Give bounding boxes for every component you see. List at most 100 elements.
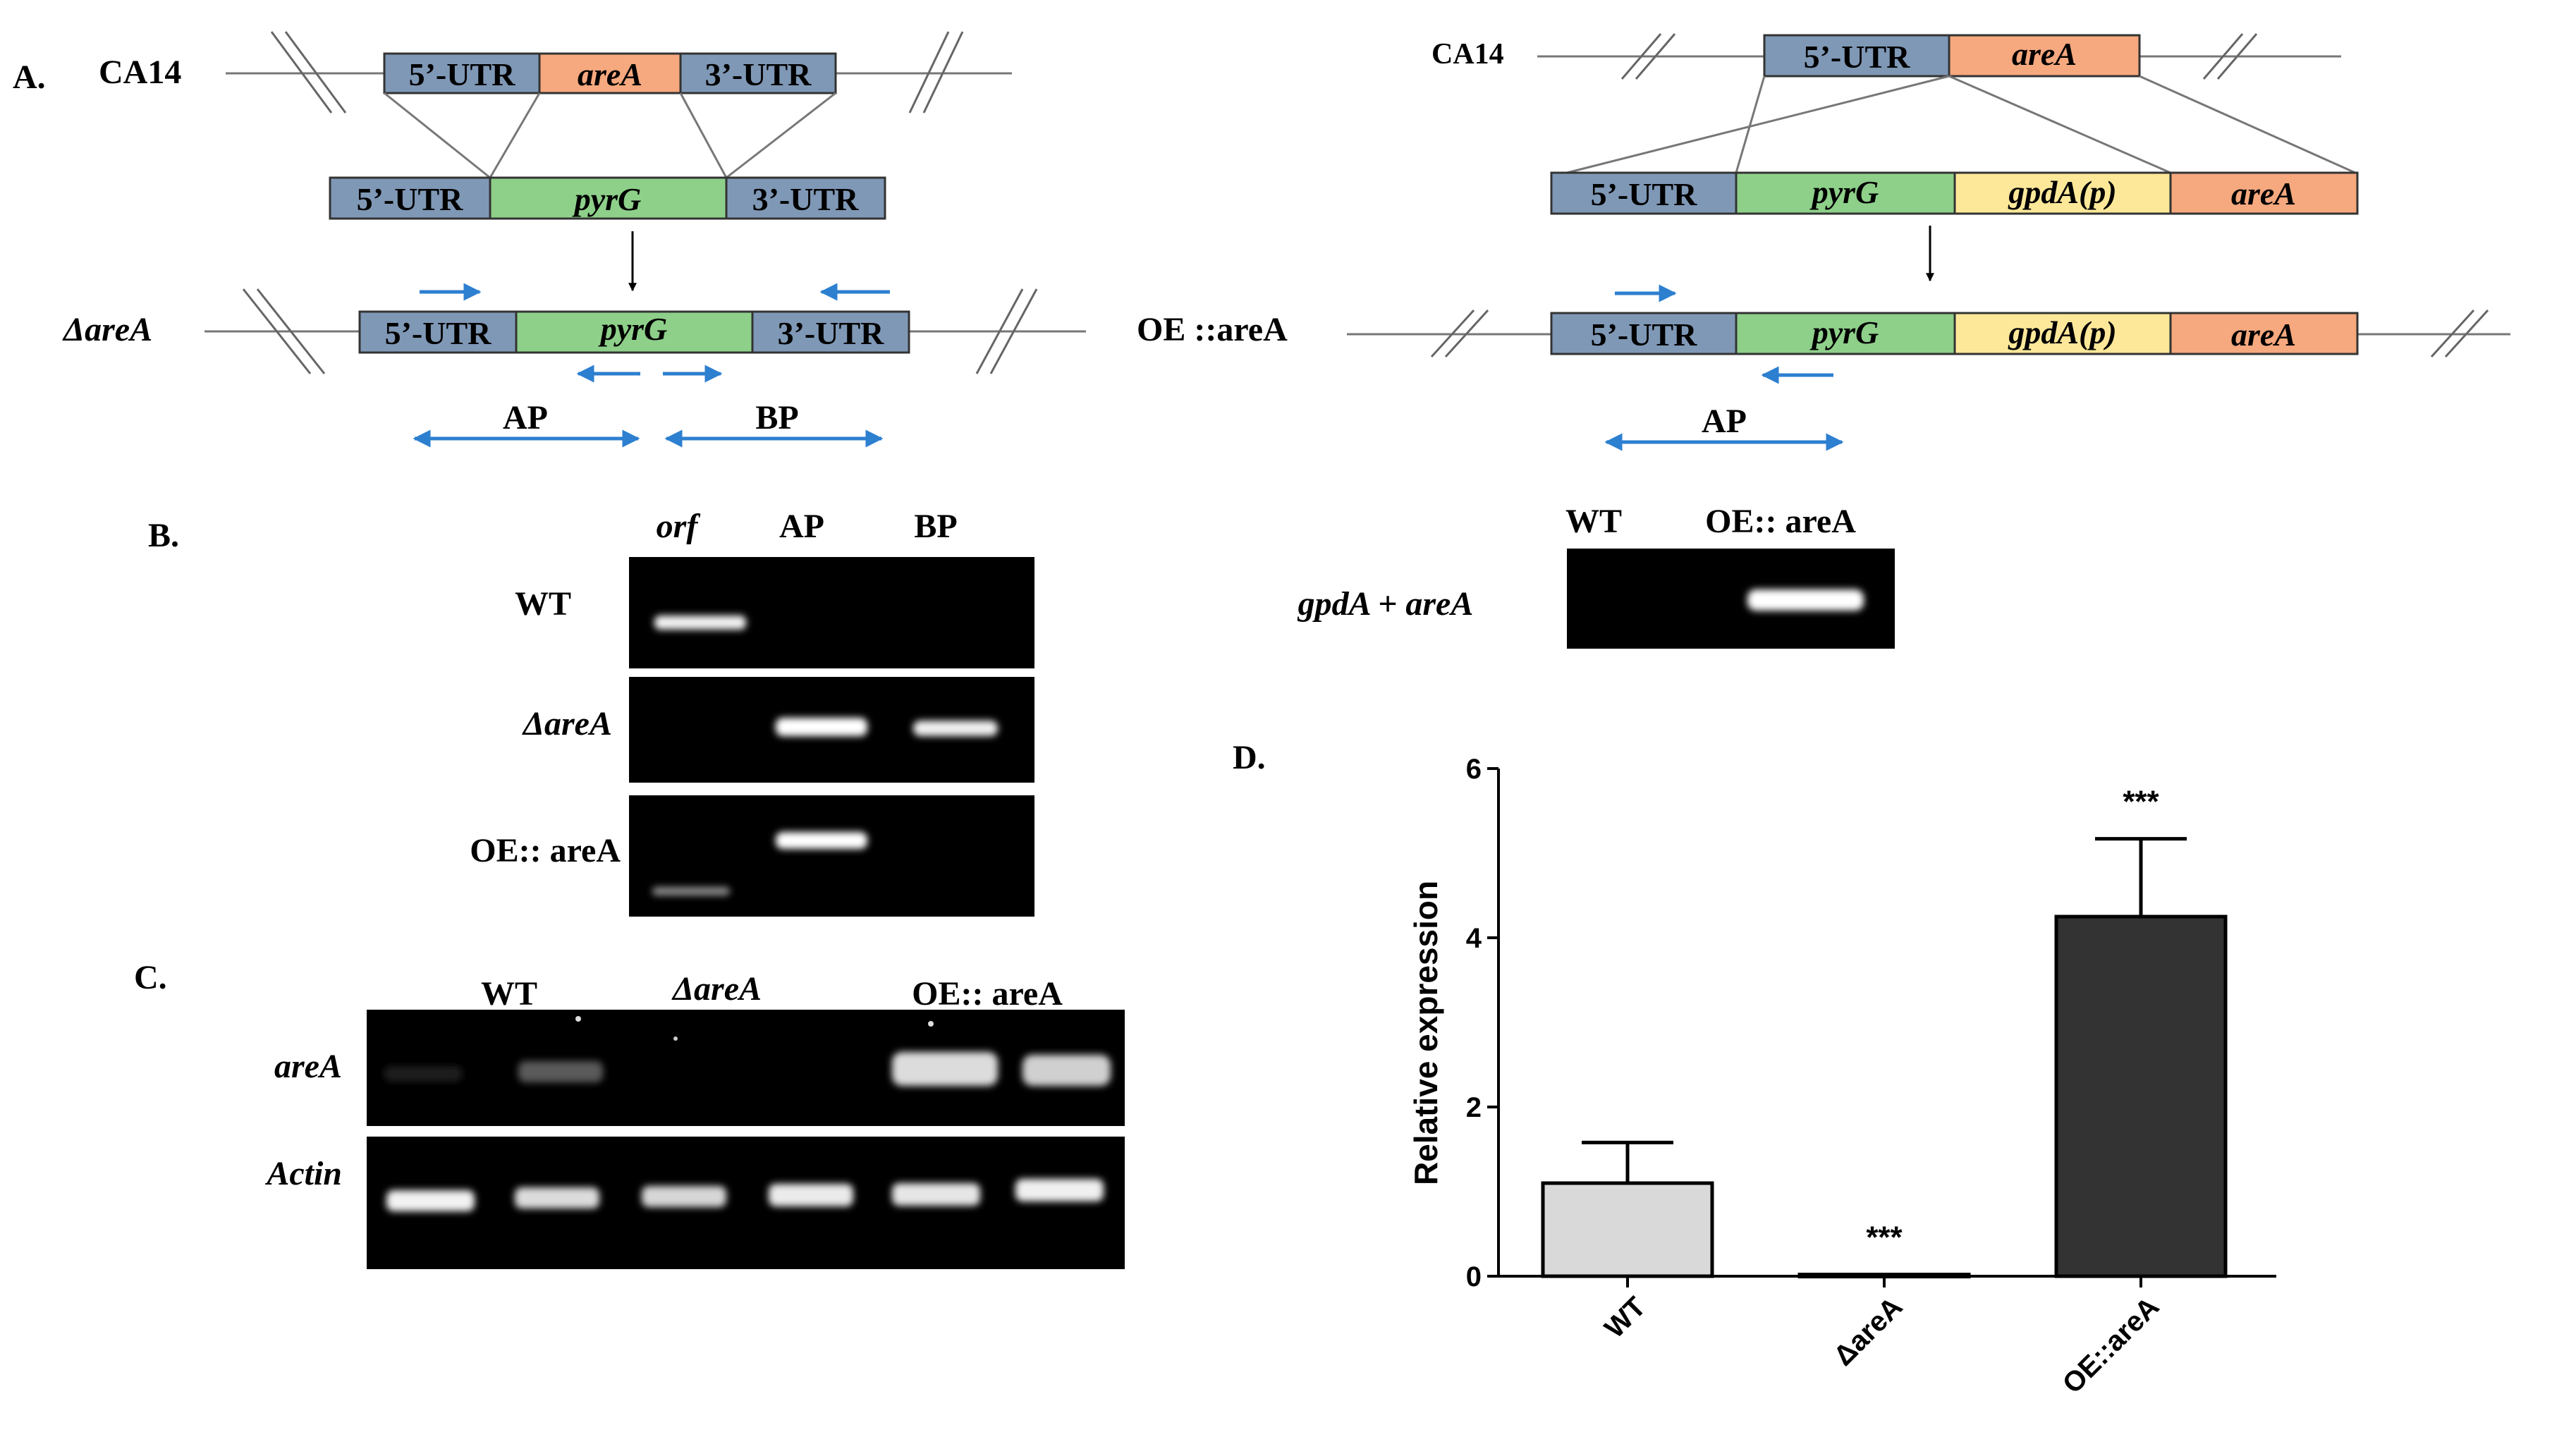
x-category-label: OE::areA <box>2057 1291 2166 1400</box>
group-header-delta: ΔareA <box>671 970 762 1008</box>
crossover-line <box>1566 75 1950 174</box>
break-mark <box>1620 33 1662 80</box>
gel-actin <box>367 1137 1125 1269</box>
gel-area-expression <box>367 1010 1125 1126</box>
bar-0 <box>1541 1181 1714 1278</box>
band-actin-6 <box>1015 1179 1104 1201</box>
seg-label: areA <box>2012 36 2077 72</box>
break-mark <box>975 288 1024 374</box>
break-mark <box>2216 33 2258 80</box>
row-label-delta-area: ΔareA <box>522 705 612 742</box>
row-label-oe-area-text: OE:: areA <box>470 832 621 869</box>
ap-label: AP <box>503 399 548 436</box>
band-delta-ap <box>776 718 867 736</box>
right-header-wt: WT <box>1565 503 1622 540</box>
band-actin-5 <box>892 1183 980 1206</box>
right-header-oe: OE:: areA <box>1705 503 1856 540</box>
seg-label: gpdA(p) <box>2008 314 2116 350</box>
seg-label: 5’-UTR <box>1804 39 1911 75</box>
band-delta-bp <box>913 721 998 736</box>
seg-label: areA <box>2231 176 2296 212</box>
seg-label: 3’-UTR <box>705 56 812 92</box>
seg-label: 5’-UTR <box>1591 176 1698 212</box>
panel-d-letter: D. <box>1233 739 1266 776</box>
panel-c-rtpcr: C. WT ΔareA OE:: areA areA Actin <box>134 959 1125 1269</box>
group-header-wt: WT <box>481 975 537 1013</box>
chart-bars: ****** <box>1541 785 2228 1279</box>
cassette-pyrg-box <box>1735 171 1956 215</box>
crossover-line <box>384 92 491 179</box>
seg-label: 5’-UTR <box>409 56 516 92</box>
y-tick-label: 2 <box>1466 1092 1482 1123</box>
seg-label: 5’-UTR <box>385 315 492 351</box>
ca14-label-left: CA14 <box>99 54 181 91</box>
bar-1 <box>1797 1273 1971 1279</box>
row-label-oe-area: OE:: areA <box>470 832 621 869</box>
break-mark <box>270 31 333 114</box>
row-label-wt: WT <box>515 585 571 623</box>
break-mark <box>989 288 1038 374</box>
row-label-actin: Actin <box>264 1155 342 1192</box>
cassette-5utr-box <box>1550 171 1738 215</box>
cassette-gpda-box <box>1953 171 2172 215</box>
band-area-oe2 <box>1022 1055 1111 1086</box>
x-category-label: WT <box>1599 1291 1652 1344</box>
break-mark <box>284 31 347 114</box>
crossover-line <box>1948 75 2171 174</box>
wt-3utr-box <box>679 52 837 94</box>
seg-label: 3’-UTR <box>778 315 885 351</box>
wt-5utr-box <box>1763 34 1951 78</box>
mutant-gpda-box <box>1953 312 2172 355</box>
panel-a-left-construct: A. CA14 5’-UTR areA 3’-UTR 5’-UTR pyrG 3… <box>13 31 1086 448</box>
band-wt-orf <box>654 616 746 630</box>
mutant-3utr-box <box>751 310 910 354</box>
mutant-5utr-box <box>358 310 518 354</box>
gel-speck <box>575 1016 581 1022</box>
ca14-label-right: CA14 <box>1431 38 1504 71</box>
cassette-3utr-box <box>725 176 886 220</box>
lane-header-ap: AP <box>779 508 824 545</box>
oe-area-label-text: OE ::areA <box>1137 311 1288 348</box>
seg-label: pyrG <box>1809 174 1879 210</box>
gel-speck <box>928 1021 934 1027</box>
seg-label: gpdA(p) <box>2008 174 2116 210</box>
break-mark <box>256 288 326 374</box>
crossover-line <box>2139 75 2356 174</box>
band-actin-4 <box>769 1184 853 1206</box>
mutant-5utr-box <box>1550 312 1738 355</box>
break-mark <box>2444 309 2489 358</box>
seg-label: 3’-UTR <box>752 181 860 217</box>
crossover-line <box>679 92 728 178</box>
oe-area-label: OE ::areA <box>1137 311 1288 348</box>
crossover-line <box>489 92 541 178</box>
ap-label: AP <box>1702 403 1747 440</box>
y-axis-label: Relative expression <box>1408 881 1444 1185</box>
band-oe-ap <box>776 832 867 849</box>
break-mark <box>242 288 312 374</box>
right-header-oe-text: OE:: areA <box>1705 503 1856 540</box>
bar-2 <box>2054 914 2228 1278</box>
delta-area-label: ΔareA <box>62 311 152 348</box>
mutant-area-box <box>2169 312 2359 355</box>
crossover-line <box>726 92 836 179</box>
wt-area-box <box>1948 34 2141 78</box>
seg-label: areA <box>2231 317 2296 353</box>
band-actin-3 <box>642 1186 726 1207</box>
band-area-oe1 <box>892 1052 998 1086</box>
band-oe-gpda <box>1747 589 1864 611</box>
y-tick-label: 4 <box>1466 923 1482 954</box>
seg-label: pyrG <box>1809 314 1879 350</box>
lane-header-bp: BP <box>914 508 957 545</box>
break-mark <box>2202 33 2244 80</box>
band-actin-1 <box>386 1190 475 1211</box>
significance-stars: *** <box>1866 1221 1903 1255</box>
break-mark <box>2430 309 2475 358</box>
panel-a-letter: A. <box>13 59 46 96</box>
gel-wt <box>629 557 1034 668</box>
gel-bands <box>384 1052 1111 1211</box>
x-category-label: ΔareA <box>1828 1291 1908 1371</box>
break-mark <box>922 31 964 114</box>
seg-label: pyrG <box>598 311 668 347</box>
y-tick-label: 0 <box>1466 1261 1482 1292</box>
